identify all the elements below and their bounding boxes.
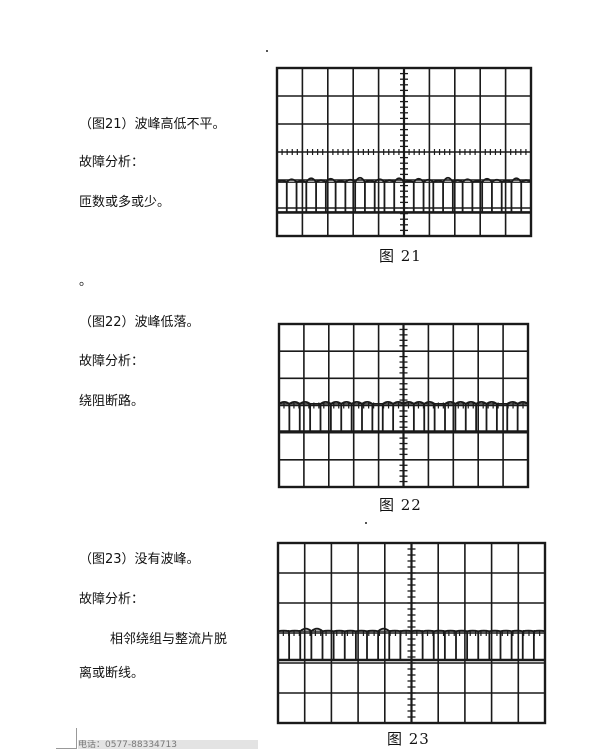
waveform-trace	[277, 627, 546, 660]
figure-21-caption: 图 21	[379, 247, 422, 265]
oscilloscope-figure-21	[275, 66, 533, 238]
figure-21-heading: （图21）波峰高低不平。	[79, 117, 226, 132]
waveform-trace	[276, 176, 532, 213]
figure-21-trailing-mark: 。	[79, 274, 93, 289]
footer-strip: 电话：0577-88334713	[78, 740, 258, 749]
waveform-trace	[278, 400, 529, 432]
figure-22-caption: 图 22	[379, 496, 422, 514]
print-speck	[266, 50, 268, 52]
figure-23-analysis-label: 故障分析：	[79, 592, 145, 607]
print-speck	[365, 522, 367, 524]
footer-phone: 电话：0577-88334713	[78, 740, 177, 749]
figure-23-heading: （图23）没有波峰。	[79, 552, 200, 567]
figure-22-heading: （图22）波峰低落。	[79, 315, 200, 330]
figure-21-analysis-label: 故障分析：	[79, 155, 145, 170]
page-corner-mark	[56, 728, 77, 749]
oscilloscope-figure-23	[276, 541, 547, 725]
figure-22-analysis-label: 故障分析：	[79, 354, 145, 369]
figure-22-analysis-line: 绕阻断路。	[79, 394, 145, 409]
oscilloscope-figure-22	[277, 322, 530, 489]
figure-23-caption: 图 23	[387, 730, 430, 748]
figure-23-analysis-line-2: 离或断线。	[79, 666, 145, 681]
figure-23-analysis-line-1: 相邻绕组与整流片脱	[110, 632, 228, 647]
figure-21-analysis-line: 匝数或多或少。	[79, 195, 171, 210]
